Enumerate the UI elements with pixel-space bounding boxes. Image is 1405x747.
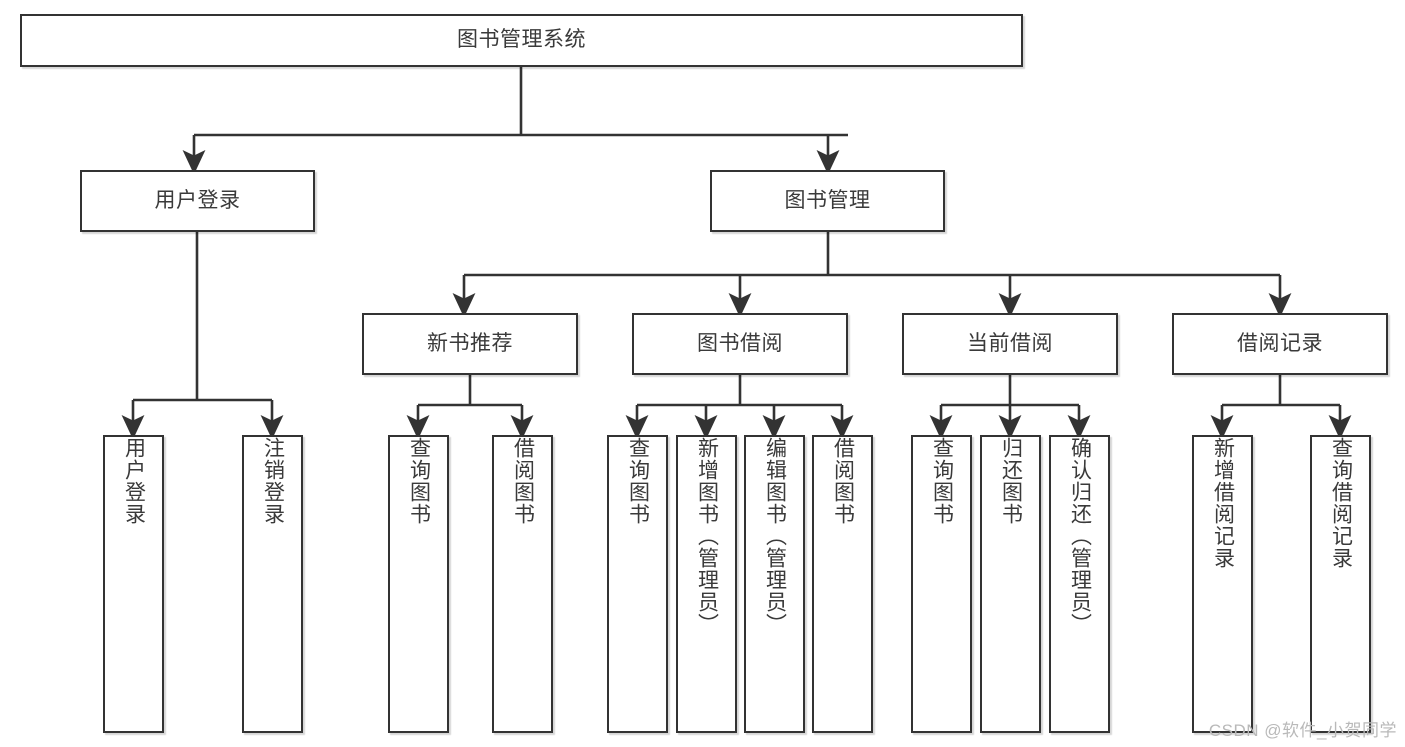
leaf-add-record-label: 新增借阅记录 — [1211, 437, 1235, 569]
leaf-query-book-2-label: 查询图书 — [626, 437, 650, 525]
node-book-borrow[interactable]: 图书借阅 — [632, 313, 848, 375]
leaf-borrow-book-2-label: 借阅图书 — [831, 437, 855, 525]
node-book-management-label: 图书管理 — [784, 188, 871, 212]
leaf-query-book-1-label: 查询图书 — [407, 437, 431, 525]
leaf-edit-book[interactable]: 编辑图书（管理员） — [744, 435, 805, 733]
leaf-user-login[interactable]: 用户登录 — [103, 435, 164, 733]
leaf-add-record[interactable]: 新增借阅记录 — [1192, 435, 1253, 733]
leaf-query-record[interactable]: 查询借阅记录 — [1310, 435, 1371, 733]
leaf-return-book-label: 归还图书 — [999, 437, 1023, 525]
leaf-query-book-2[interactable]: 查询图书 — [607, 435, 668, 733]
leaf-query-book-1[interactable]: 查询图书 — [388, 435, 449, 733]
node-book-borrow-label: 图书借阅 — [697, 331, 783, 355]
leaf-add-book[interactable]: 新增图书（管理员） — [676, 435, 737, 733]
leaf-query-book-3-label: 查询图书 — [930, 437, 954, 525]
leaf-add-book-label: 新增图书（管理员） — [695, 437, 719, 635]
node-current-borrow-label: 当前借阅 — [967, 331, 1053, 355]
leaf-query-book-3[interactable]: 查询图书 — [911, 435, 972, 733]
leaf-confirm-return[interactable]: 确认归还（管理员） — [1049, 435, 1110, 733]
node-current-borrow[interactable]: 当前借阅 — [902, 313, 1118, 375]
leaf-query-record-label: 查询借阅记录 — [1329, 437, 1353, 569]
leaf-edit-book-label: 编辑图书（管理员） — [763, 437, 787, 635]
node-new-book-recommend-label: 新书推荐 — [427, 331, 513, 355]
leaf-return-book[interactable]: 归还图书 — [980, 435, 1041, 733]
node-borrow-record-label: 借阅记录 — [1237, 331, 1323, 355]
node-borrow-record[interactable]: 借阅记录 — [1172, 313, 1388, 375]
leaf-confirm-return-label: 确认归还（管理员） — [1068, 437, 1092, 635]
leaf-borrow-book-1-label: 借阅图书 — [511, 437, 535, 525]
leaf-user-logout-label: 注销登录 — [261, 437, 285, 525]
node-user-login-label: 用户登录 — [154, 188, 241, 212]
leaf-borrow-book-2[interactable]: 借阅图书 — [812, 435, 873, 733]
leaf-user-login-label: 用户登录 — [122, 437, 146, 525]
csdn-watermark: CSDN @软件_小贺同学 — [1208, 721, 1397, 740]
node-root[interactable]: 图书管理系统 — [20, 14, 1023, 67]
leaf-user-logout[interactable]: 注销登录 — [242, 435, 303, 733]
leaf-borrow-book-1[interactable]: 借阅图书 — [492, 435, 553, 733]
node-new-book-recommend[interactable]: 新书推荐 — [362, 313, 578, 375]
node-user-login[interactable]: 用户登录 — [80, 170, 315, 232]
node-book-management[interactable]: 图书管理 — [710, 170, 945, 232]
node-root-label: 图书管理系统 — [457, 28, 586, 52]
